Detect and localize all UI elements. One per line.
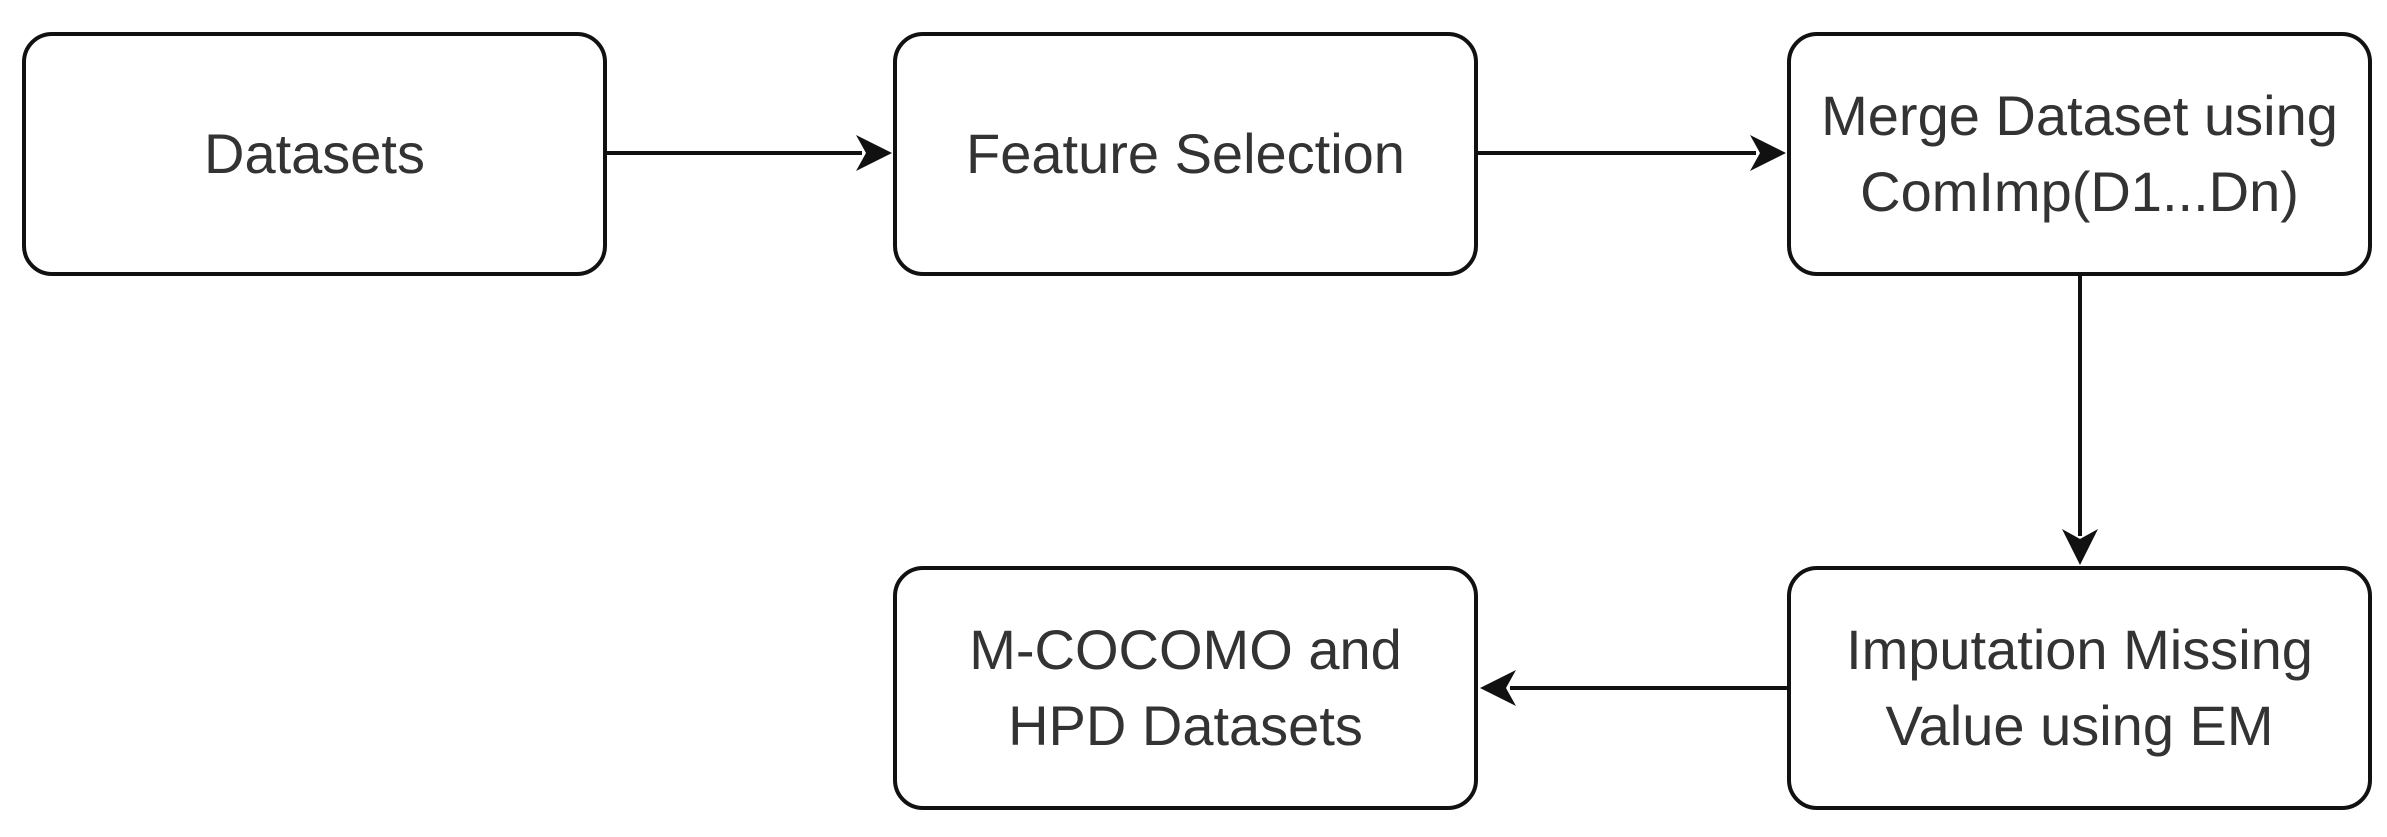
node-feature-selection-label: Feature Selection [966,122,1405,185]
edge-feature-selection-to-merge [1478,135,1786,171]
node-datasets: Datasets [22,32,607,276]
node-feature-selection: Feature Selection [893,32,1478,276]
edge-merge-to-imputation [2062,276,2098,565]
node-imputation-missing-value-label: Imputation Missing Value using EM [1846,618,2313,757]
edge-datasets-to-feature-selection [607,135,892,171]
node-output-datasets-label: M-COCOMO and HPD Datasets [969,618,1402,757]
node-merge-dataset-label: Merge Dataset using ComImp(D1...Dn) [1821,84,2338,223]
edge-imputation-to-output [1480,670,1787,706]
node-datasets-label: Datasets [204,122,425,185]
node-imputation-missing-value: Imputation Missing Value using EM [1787,566,2372,810]
node-merge-dataset: Merge Dataset using ComImp(D1...Dn) [1787,32,2372,276]
node-output-datasets: M-COCOMO and HPD Datasets [893,566,1478,810]
